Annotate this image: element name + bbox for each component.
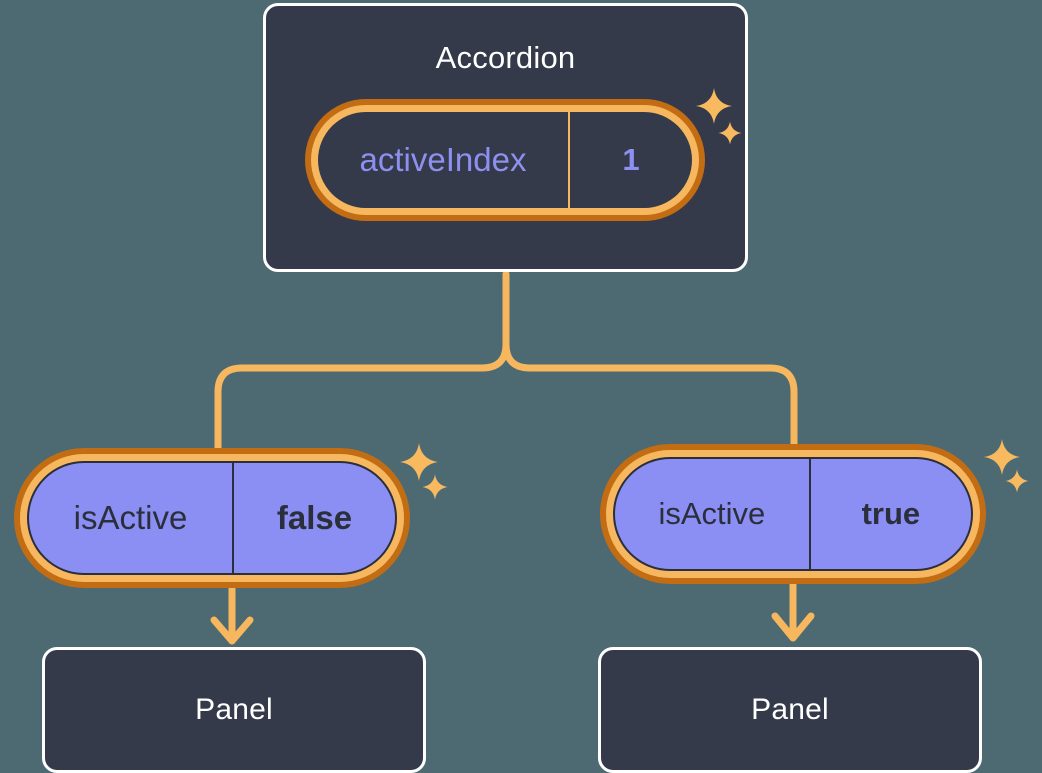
prop-pill-ring-left: isActive false (20, 454, 404, 582)
arrow-down-icon-right (771, 580, 815, 642)
sparkle-small-icon (1004, 468, 1030, 494)
edge-to-left-child (214, 340, 510, 456)
page-title: Accordion (435, 40, 576, 75)
component-node-panel-right[interactable]: Panel (598, 647, 982, 773)
state-pill-ring: activeIndex 1 (311, 105, 699, 215)
sparkle-icon (398, 441, 440, 483)
state-pill-active-index[interactable]: activeIndex 1 (305, 99, 705, 221)
component-node-panel-left[interactable]: Panel (42, 647, 426, 773)
prop-key-label-right: isActive (615, 459, 811, 569)
edge-to-right-child (502, 340, 798, 456)
state-key-label: activeIndex (318, 112, 570, 208)
panel-title-left: Panel (195, 693, 273, 726)
prop-value-label-left: false (276, 499, 353, 536)
prop-pill-is-active-left[interactable]: isActive false (14, 448, 410, 588)
prop-pill-body-right: isActive true (613, 457, 973, 571)
state-pill-body: activeIndex 1 (318, 112, 692, 208)
arrow-down-icon-left (210, 584, 254, 645)
state-value-label: 1 (622, 142, 640, 177)
prop-pill-body-left: isActive false (27, 461, 397, 575)
sparkle-icon (982, 437, 1022, 477)
prop-value-label-right: true (861, 496, 921, 531)
panel-title-right: Panel (751, 693, 829, 726)
prop-pill-ring-right: isActive true (606, 450, 980, 578)
prop-pill-is-active-right[interactable]: isActive true (600, 444, 986, 584)
sparkle-small-icon (421, 473, 449, 501)
prop-key-label-left: isActive (29, 463, 234, 573)
